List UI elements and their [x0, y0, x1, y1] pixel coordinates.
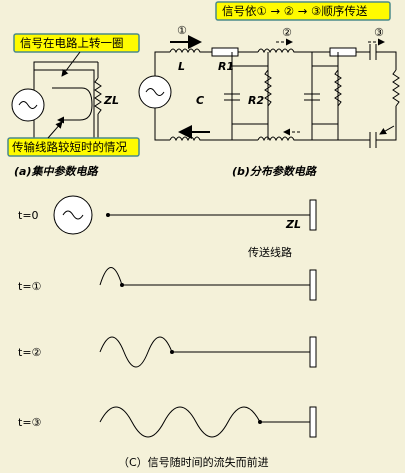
caption-b: (b)分布参数电路 — [232, 165, 318, 178]
load-label: ZL — [103, 94, 119, 107]
label-R2: R2 — [248, 94, 264, 107]
callout-b-box — [215, 1, 391, 21]
row-label-2: t=② — [18, 346, 42, 359]
load-label-c: ZL — [285, 218, 301, 231]
label-R1: R1 — [218, 60, 234, 73]
loop-arrow-icon — [52, 87, 93, 124]
caption-a: (a)集中参数电路 — [14, 165, 99, 178]
row-label-3: t=③ — [18, 416, 42, 429]
mark-2: ② — [282, 26, 292, 39]
caption-c: （C）信号随时间的流失而前进 — [118, 455, 269, 469]
distributed-circuit — [138, 1, 400, 148]
row-label-0: t=0 — [18, 209, 39, 222]
mark-3: ③ — [374, 26, 384, 39]
label-C: C — [196, 94, 204, 107]
wave-section: t=0 ZL 传送线路 t=① t=② t=③ （C）信号随时间的流失而前进 — [18, 195, 317, 469]
lumped-circuit: ZL 信号在电路上转一圈 传输线路较短时的情况 (a)集中参数电路 — [7, 33, 140, 178]
label-L: L — [178, 60, 185, 73]
callout-top-box — [13, 33, 140, 53]
callout-top: 信号在电路上转一圈 — [20, 36, 124, 50]
mark-1: ① — [177, 24, 187, 37]
callout-bottom-box — [7, 137, 140, 157]
distributed-labels: 信号依① → ② → ③顺序传送 ① ② ③ L R1 C R2 (b)分布参数… — [177, 4, 384, 178]
callout-bottom: 传输线路较短时的情况 — [12, 140, 127, 154]
row-label-1: t=① — [18, 280, 42, 293]
callout-b: 信号依① → ② → ③顺序传送 — [222, 4, 368, 18]
line-label: 传送线路 — [248, 245, 292, 259]
